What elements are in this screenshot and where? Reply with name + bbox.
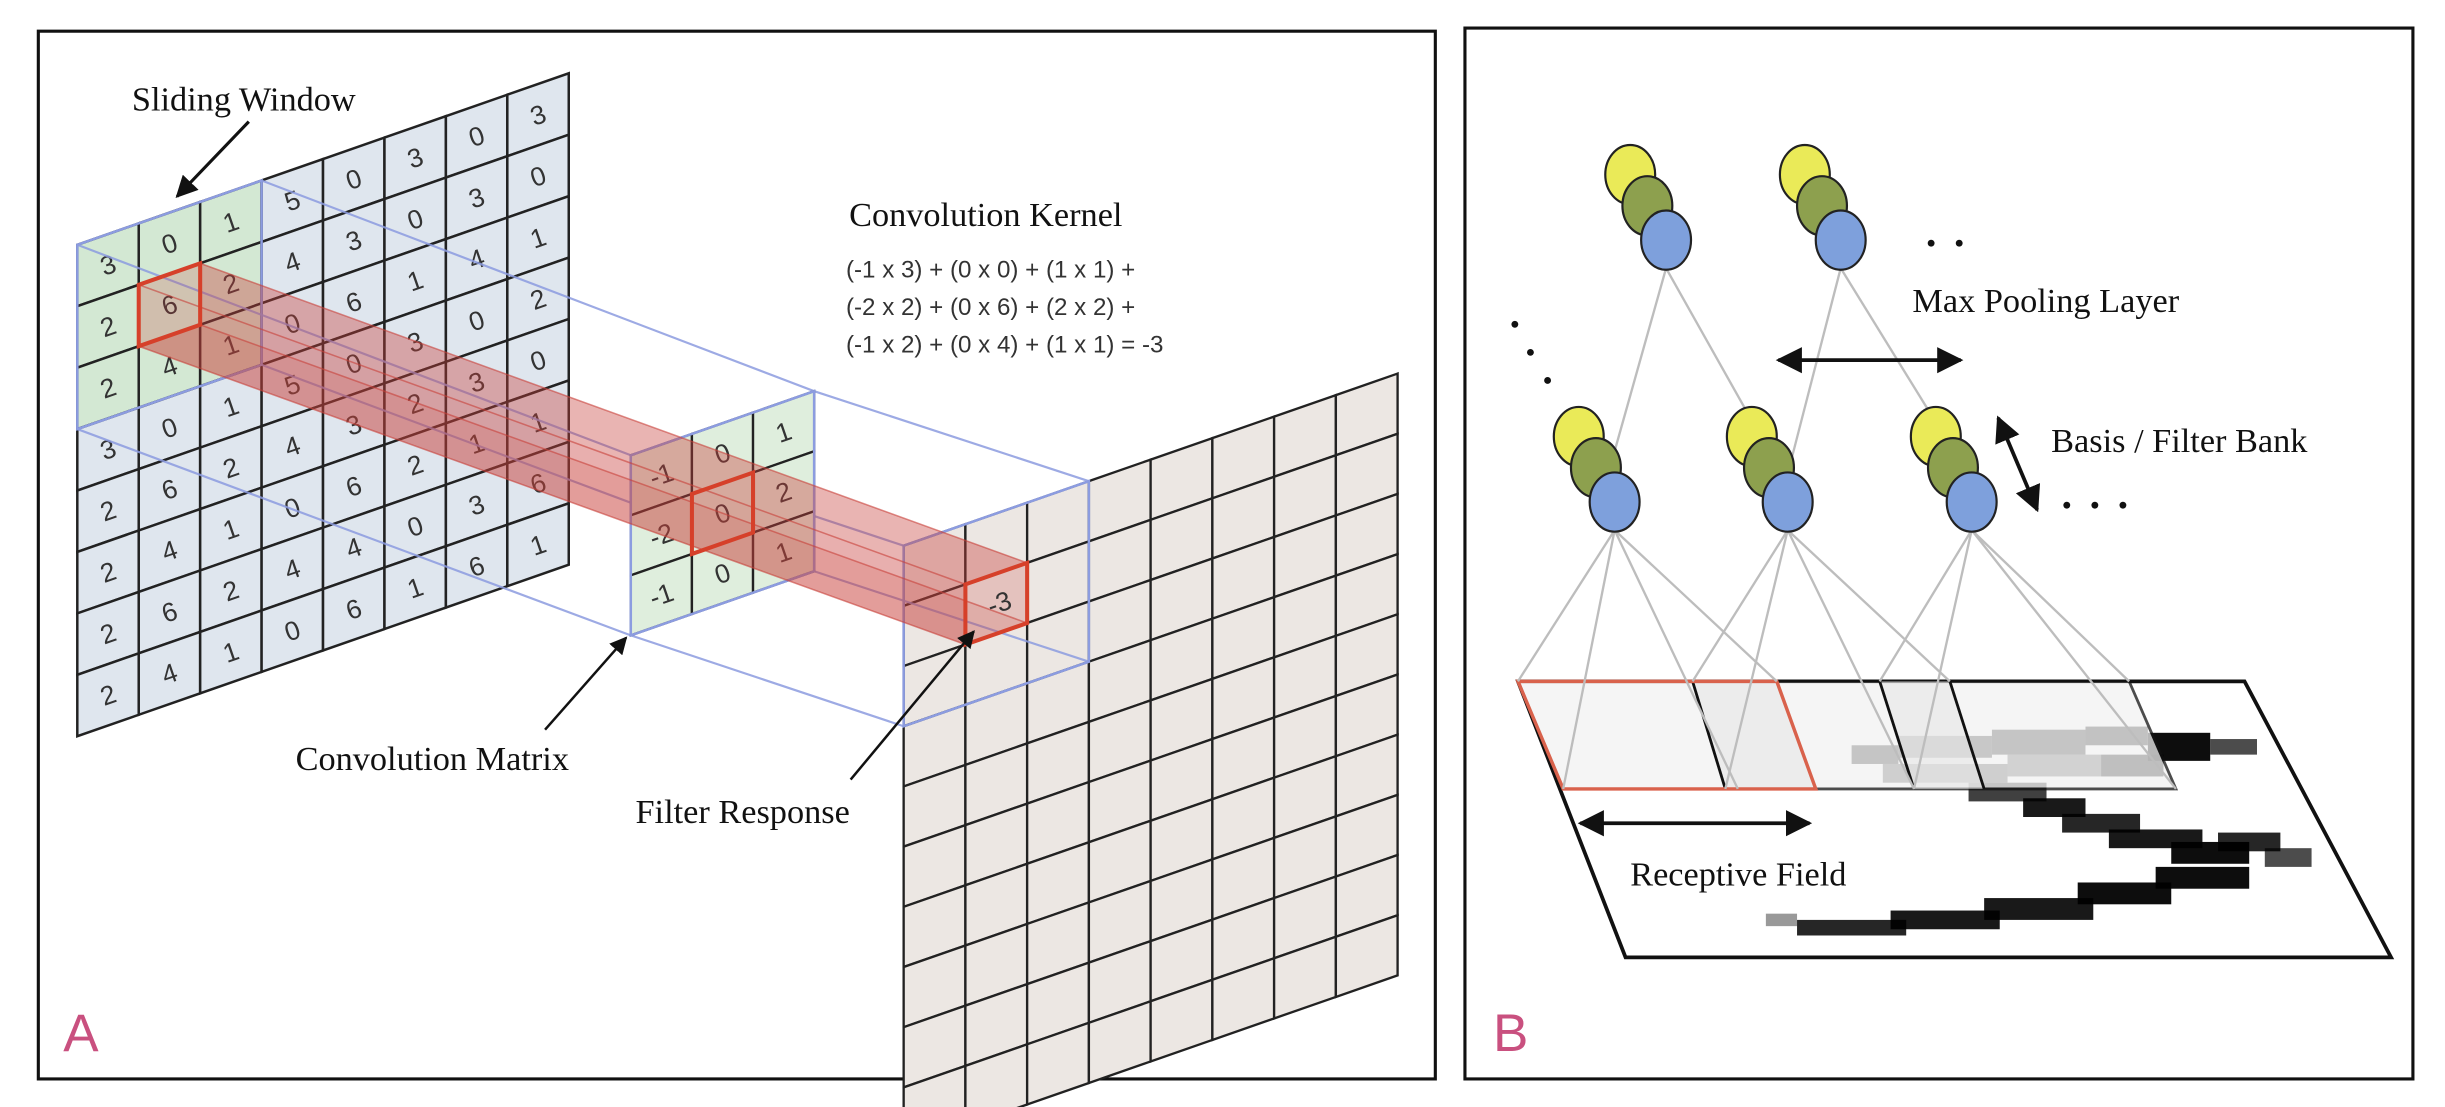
basis-filter-bank-label: Basis / Filter Bank (2051, 422, 2308, 460)
projection-line (630, 634, 904, 728)
field-divider (1691, 680, 1727, 790)
connection-lines (1516, 267, 2177, 790)
filter-connection (1970, 529, 2130, 683)
digit-pixel-block (1765, 913, 1798, 927)
input-center-highlight (136, 260, 203, 350)
receptive-field-label: Receptive Field (1630, 856, 1846, 894)
response-cell-highlight (963, 560, 1030, 648)
pooling-unit-blue (1640, 209, 1693, 271)
ellipsis-dot (1955, 239, 1963, 247)
filter-connection (1613, 529, 1739, 790)
receptive-field-regions (1515, 679, 2179, 791)
panel-b-arrows (1511, 239, 2127, 837)
ellipsis-dot (2119, 501, 2127, 509)
filter-response-label: Filter Response (635, 793, 849, 831)
filter-connection (1970, 529, 2177, 790)
highlight-cells: -3 (136, 260, 1030, 648)
digit-pixel-block (2077, 882, 2172, 905)
output-window-outline (902, 479, 1091, 729)
kernel-matrix: -101-202-101 (629, 389, 816, 638)
digit-pixel-block (1984, 898, 2094, 920)
kernel-center-highlight (689, 469, 756, 557)
input-matrix: 3015030326243030241061413015030226243230… (76, 71, 570, 738)
input-cell (506, 501, 570, 588)
filter-bank-arrow (1995, 415, 2041, 513)
formula-line-1: (-1 x 3) + (0 x 0) + (1 x 1) + (846, 257, 1135, 284)
pooling-unit-blue (1814, 209, 1867, 271)
max-pooling-layer-label: Max Pooling Layer (1912, 282, 2179, 320)
digit-pixel-block (2062, 813, 2141, 833)
digit-pixel-block (2155, 866, 2250, 889)
filter-connection (1562, 529, 1616, 790)
filter-connection (1724, 529, 1789, 790)
formula-line-2: (-2 x 2) + (0 x 6) + (2 x 2) + (846, 294, 1135, 321)
kernel-outline (629, 389, 816, 638)
beam-edge (138, 345, 966, 646)
field-strip (1515, 679, 2179, 791)
convolution-beam (138, 262, 1028, 646)
annotation-arrows (175, 120, 975, 781)
filter-unit-blue (1945, 471, 1998, 533)
output-feature-map (902, 371, 1399, 1107)
beam-face (200, 263, 1028, 624)
sliding-window-arrow (175, 120, 250, 199)
projection-line (76, 428, 632, 637)
filter-unit-blue (1761, 471, 1814, 533)
convolution-matrix-arrow (544, 636, 628, 731)
beam-face (138, 263, 1028, 585)
projection-line (813, 390, 1090, 483)
panel-a-letter: A (63, 1004, 99, 1063)
filter-connection (1516, 529, 1616, 682)
ellipsis-dot (1927, 239, 1935, 247)
neuron-units (1552, 143, 1998, 533)
beam-edge (138, 284, 966, 586)
filter-connection (1786, 529, 1916, 790)
filter-connection (1786, 529, 1951, 683)
pool-connection (1608, 267, 1668, 469)
beam-face (138, 324, 1028, 645)
digit-pixel-block (2218, 832, 2281, 852)
digit-pixel-block (2210, 739, 2257, 755)
projection-line (261, 179, 815, 393)
panel-b-letter: B (1493, 1004, 1528, 1063)
filter-connection (1613, 529, 1778, 683)
output-cell (1334, 913, 1399, 999)
output-cell (902, 1064, 967, 1107)
formula-line-3: (-1 x 2) + (0 x 4) + (1 x 1) = -3 (846, 331, 1164, 358)
projection-line (813, 570, 1090, 663)
ellipsis-dot (1511, 320, 1519, 328)
ellipsis-dot (1527, 348, 1534, 356)
digit-pixel-block (2023, 798, 2086, 817)
filter-response-arrow (849, 630, 975, 781)
digit-pixel-block (2264, 848, 2312, 867)
convolution-matrix-label: Convolution Matrix (296, 740, 569, 778)
ellipsis-dot (1544, 377, 1552, 384)
filter-connection (1691, 529, 1789, 682)
filter-unit-blue (1588, 471, 1641, 533)
projection-line (76, 243, 632, 457)
filter-connection (1912, 529, 1973, 790)
beam-edge (199, 262, 1028, 564)
field-divider (1948, 680, 1986, 790)
ellipsis-dot (2063, 501, 2071, 509)
digit-pixel-block (1797, 919, 1907, 936)
sliding-window-label: Sliding Window (132, 81, 356, 119)
receptive-field-highlight (1515, 679, 1819, 791)
beam-edge (199, 324, 1028, 624)
filter-connection (1878, 529, 1973, 682)
ellipsis-dot (2091, 501, 2099, 509)
convolution-kernel-label: Convolution Kernel (849, 196, 1122, 234)
digit-pixel-block (1890, 910, 2000, 930)
field-divider (1878, 680, 1916, 790)
beam-face (138, 284, 966, 645)
